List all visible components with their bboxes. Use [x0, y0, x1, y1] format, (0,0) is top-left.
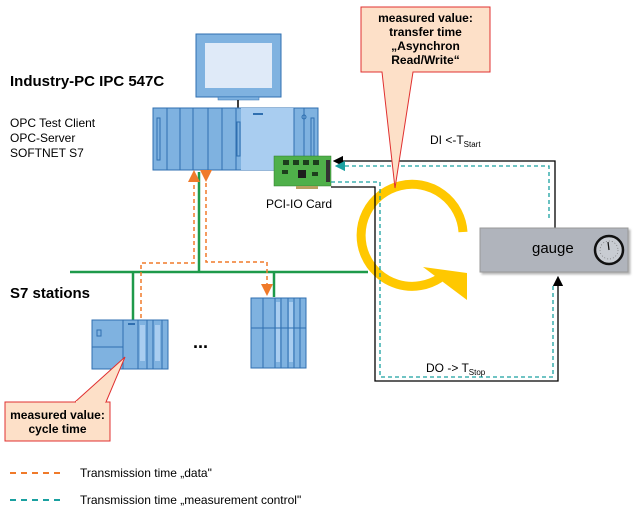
di-label-text: DI <-T: [430, 133, 464, 147]
software-softnet-s7: SOFTNET S7: [10, 146, 84, 160]
bus-line: [70, 172, 368, 320]
callout-cycle-time: [4, 356, 126, 442]
pci-card-label: PCI-IO Card: [266, 197, 333, 211]
callout-transfer-time: [360, 6, 491, 189]
callout-transfer-line: transfer time: [389, 25, 462, 39]
do-label-sub: Stop: [468, 368, 486, 377]
callout-transfer-line: Read/Write“: [391, 53, 460, 67]
callout-cycle-line: measured value:: [10, 408, 105, 422]
ellipsis: ...: [193, 332, 208, 352]
pc-software-list: OPC Test Client OPC-Server SOFTNET S7: [10, 116, 95, 161]
callout-transfer-line: „Asynchron: [391, 39, 460, 53]
legend-data-label: Transmission time „data": [80, 466, 212, 480]
s7-stations-label: S7 stations: [10, 285, 91, 302]
s7-station-2-icon: [250, 297, 307, 369]
callout-cycle-text: measured value: cycle time: [5, 408, 110, 436]
software-opc-test-client: OPC Test Client: [10, 116, 96, 130]
do-stop-label: DO -> TStop: [426, 361, 485, 380]
measurement-loop-icon: [356, 179, 468, 300]
dial-icon: [593, 234, 625, 266]
callout-cycle-line: cycle time: [28, 422, 87, 436]
gauge-label: gauge: [532, 240, 574, 257]
data-transmission-path: [140, 170, 273, 318]
monitor-icon: [195, 33, 282, 108]
software-opc-server: OPC-Server: [10, 131, 76, 145]
di-label-sub: Start: [463, 140, 481, 149]
pci-io-card-icon: [273, 155, 332, 189]
control-transmission-path: [331, 160, 554, 378]
pc-title: Industry-PC IPC 547C: [10, 73, 165, 90]
do-label-text: DO -> T: [426, 361, 469, 375]
legend-control-label: Transmission time „measurement control": [80, 493, 302, 507]
di-start-label: DI <-TStart: [430, 133, 481, 152]
callout-transfer-text: measured value: transfer time „Asynchron…: [361, 11, 490, 67]
s7-station-1-icon: [91, 319, 169, 370]
control-wire: [331, 155, 564, 382]
callout-transfer-line: measured value:: [378, 11, 473, 25]
